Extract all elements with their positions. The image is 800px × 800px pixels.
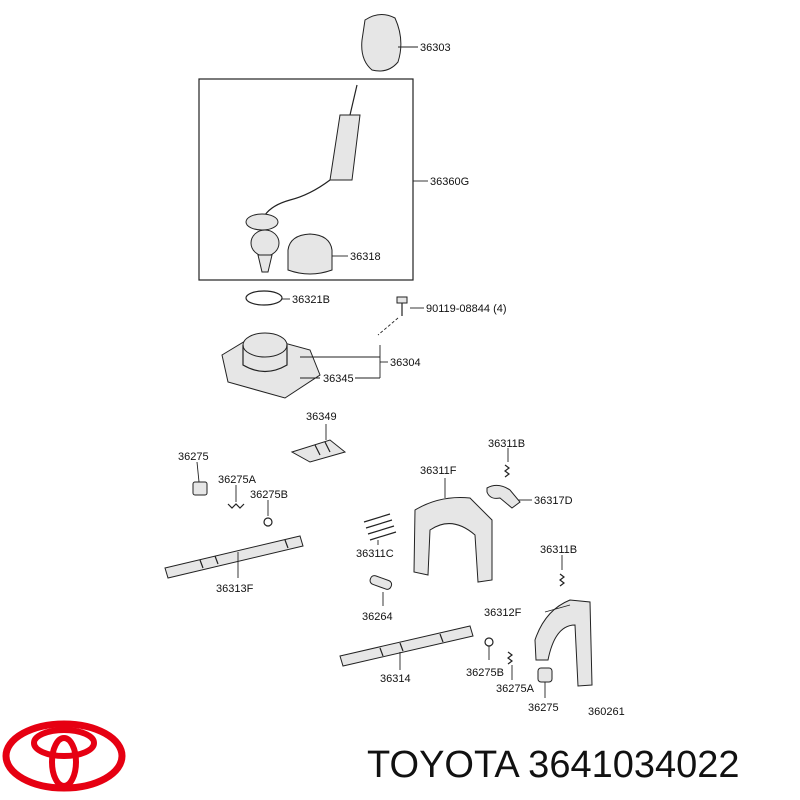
label-36275B-bottom: 36275B bbox=[466, 667, 504, 679]
label-36312F: 36312F bbox=[484, 607, 522, 619]
label-36318: 36318 bbox=[350, 251, 381, 263]
toyota-logo bbox=[2, 720, 126, 792]
label-36313F: 36313F bbox=[216, 583, 254, 595]
label-36317D: 36317D bbox=[534, 495, 573, 507]
shift-lever-boot bbox=[287, 233, 348, 275]
spring-bottom bbox=[507, 651, 513, 680]
label-36275-top: 36275 bbox=[178, 451, 209, 463]
plug-bottom bbox=[537, 667, 553, 698]
brand-part-number: TOYOTA 3641034022 bbox=[367, 744, 740, 786]
shift-fork-1 bbox=[413, 478, 493, 583]
label-36311C: 36311C bbox=[356, 548, 394, 560]
label-36304: 36304 bbox=[390, 357, 421, 369]
ball-bottom bbox=[484, 637, 494, 660]
label-36311B-top: 36311B bbox=[488, 438, 525, 450]
label-36360G: 36360G bbox=[430, 176, 469, 188]
spring-left bbox=[227, 485, 245, 509]
label-36345: 36345 bbox=[323, 373, 354, 385]
label-36321B: 36321B bbox=[292, 294, 330, 306]
pin-mid bbox=[559, 555, 565, 587]
label-36264: 36264 bbox=[362, 611, 393, 623]
label-90119-08844: 90119-08844 (4) bbox=[426, 303, 507, 315]
diagram-code: 360261 bbox=[588, 706, 625, 718]
lock-plate bbox=[290, 424, 347, 463]
interlock-pin bbox=[369, 575, 393, 606]
ball-left bbox=[263, 500, 273, 527]
pin-top bbox=[504, 448, 510, 478]
shift-lever-housing bbox=[221, 332, 388, 399]
label-36275-bottom: 36275 bbox=[528, 702, 559, 714]
label-36303: 36303 bbox=[420, 42, 451, 54]
label-36311F: 36311F bbox=[420, 465, 457, 477]
shift-lever bbox=[245, 84, 361, 273]
label-36349: 36349 bbox=[306, 411, 337, 423]
plug-left bbox=[192, 461, 208, 496]
shift-head bbox=[486, 484, 532, 509]
bolt bbox=[377, 296, 424, 336]
fork-shaft-2 bbox=[339, 625, 474, 670]
label-36311B-mid: 36311B bbox=[540, 544, 577, 556]
shift-fork-2 bbox=[534, 599, 593, 687]
spring-36311C bbox=[363, 513, 397, 545]
lever-assembly-frame bbox=[198, 78, 414, 281]
label-36275A-top: 36275A bbox=[218, 474, 257, 486]
shift-knob bbox=[361, 14, 418, 72]
snap-ring bbox=[245, 290, 290, 306]
fork-shaft-1 bbox=[164, 535, 304, 579]
label-36275B-top: 36275B bbox=[250, 489, 288, 501]
label-36275A-bottom: 36275A bbox=[496, 683, 535, 695]
label-36314: 36314 bbox=[380, 673, 411, 685]
